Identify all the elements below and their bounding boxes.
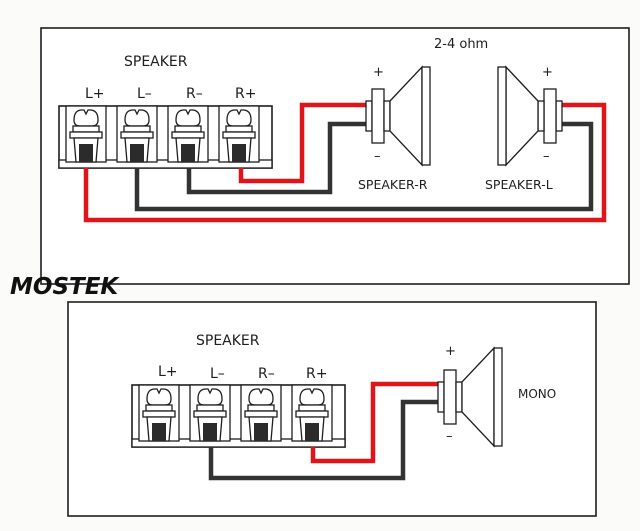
wire-l-plus: [83, 102, 607, 223]
wire-r-minus: [186, 121, 368, 195]
mono-terminal-r-plus[interactable]: [291, 384, 333, 442]
wire-l-minus: [134, 121, 594, 212]
stereo-terminal-labels: L+ L– R– R+: [85, 86, 256, 102]
mono-speaker-plus: +: [445, 344, 456, 359]
mono-terminal-label-r-plus: R+: [306, 366, 327, 382]
mono-diagram-panel: SPEAKER L+ L– R– R+ + – MONO: [67, 301, 597, 517]
terminal-label-r-plus: R+: [235, 86, 256, 102]
speaker-r-label: SPEAKER-R: [358, 177, 428, 192]
terminal-label-r-minus: R–: [186, 86, 203, 102]
mono-terminal-label-r-minus: R–: [258, 366, 275, 382]
mono-speaker: + – MONO: [437, 344, 556, 447]
terminal-r-minus[interactable]: [167, 105, 209, 163]
stereo-diagram-panel: SPEAKER L+ L– R– R+ 2-4 ohm + – SPEAKER-…: [40, 27, 630, 285]
speaker-r-minus: –: [374, 149, 381, 164]
speaker-r: + – SPEAKER-R: [358, 65, 431, 192]
mono-speaker-minus: –: [446, 429, 453, 444]
mono-speaker-label: MONO: [518, 387, 556, 401]
mono-terminal-label-l-plus: L+: [158, 364, 178, 380]
stereo-terminal-block: [58, 105, 273, 169]
speaker-l-label: SPEAKER-L: [485, 177, 553, 192]
mono-terminal-labels: L+ L– R– R+: [158, 364, 327, 382]
brand-logo: MOSTEK: [10, 274, 120, 300]
wire-r-plus: [238, 102, 368, 184]
mono-terminal-l-minus[interactable]: [189, 384, 231, 442]
mono-terminal-label-l-minus: L–: [210, 366, 225, 382]
terminal-r-plus[interactable]: [218, 105, 260, 163]
mono-terminal-block: [131, 384, 346, 448]
speaker-r-plus: +: [373, 65, 384, 80]
impedance-label: 2-4 ohm: [434, 37, 488, 52]
mono-wire-l-minus: [208, 399, 440, 481]
mono-terminal-title: SPEAKER: [196, 333, 260, 349]
terminal-label-l-minus: L–: [137, 86, 152, 102]
terminal-label-l-plus: L+: [85, 86, 105, 102]
stereo-terminal-title: SPEAKER: [124, 54, 188, 70]
speaker-l-minus: –: [543, 149, 550, 164]
mono-terminal-r-minus[interactable]: [240, 384, 282, 442]
speaker-l-plus: +: [542, 65, 553, 80]
terminal-l-minus[interactable]: [116, 105, 158, 163]
terminal-l-plus[interactable]: [65, 105, 107, 163]
mono-wire-r-plus: [310, 381, 440, 464]
mono-terminal-l-plus[interactable]: [138, 384, 180, 442]
speaker-l: + – SPEAKER-L: [485, 65, 563, 192]
